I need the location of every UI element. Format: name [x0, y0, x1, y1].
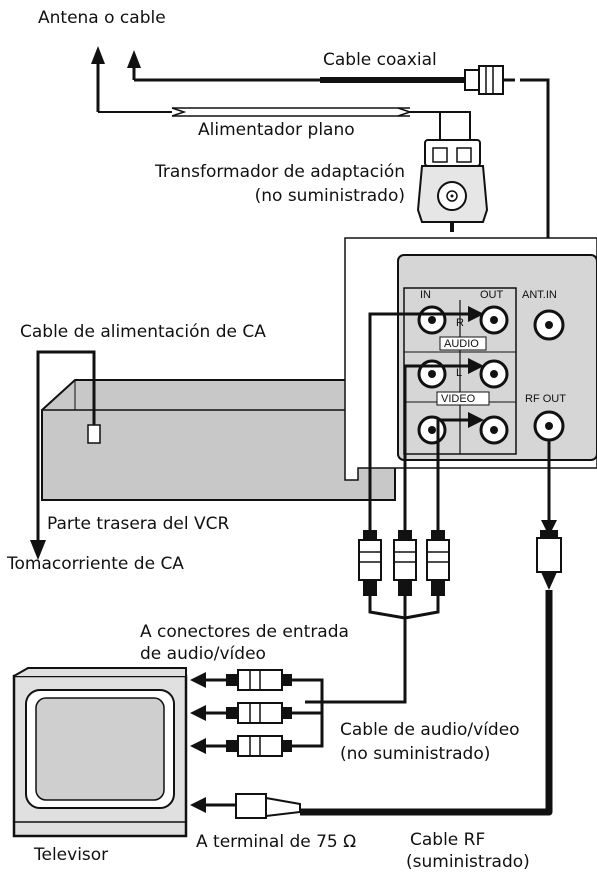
- tv-label: Televisor: [34, 845, 109, 865]
- transformer-label-2: (no suministrado): [254, 186, 405, 206]
- ac-power-cord: [30, 350, 96, 560]
- jack-video-out: [479, 415, 509, 445]
- ac-cable-label: Cable de alimentación de CA: [20, 322, 266, 342]
- av-cable-label-1: Cable de audio/vídeo: [340, 720, 520, 740]
- antenna-arrows: [91, 46, 141, 112]
- vcr-body: [41, 379, 396, 501]
- panel-antin-label: ANT.IN: [522, 289, 557, 301]
- rf-cable: [235, 440, 562, 819]
- rear-panel: IN OUT R L AUDIO VIDEO ANT.IN RF OUT: [344, 237, 597, 481]
- rf-cable-label-1: Cable RF: [410, 830, 486, 850]
- coax-cable-label: Cable coaxial: [323, 50, 437, 70]
- rca-plug: [226, 702, 292, 724]
- panel-audio-label: AUDIO: [444, 338, 479, 350]
- panel-l-label: L: [456, 367, 462, 379]
- rca-plugs-horizontal: [226, 669, 292, 757]
- ac-outlet-label: Tomacorriente de CA: [7, 554, 184, 574]
- flat-feeder: [98, 107, 471, 140]
- vcr-rear-label: Parte trasera del VCR: [47, 514, 230, 534]
- av-cable-bundle: [290, 596, 440, 748]
- jack-audio-r-in: [417, 305, 447, 335]
- panel-rfout-label: RF OUT: [525, 393, 566, 405]
- terminal-75-label: A terminal de 75 Ω: [196, 832, 357, 852]
- panel-in-label: IN: [420, 289, 431, 301]
- panel-jacks: [417, 305, 565, 445]
- tv-input-arrows: [190, 672, 236, 813]
- av-input-label-2: de audio/vídeo: [140, 644, 266, 664]
- jack-audio-l-out: [479, 359, 509, 389]
- jack-audio-r-out: [479, 305, 509, 335]
- rca-plug: [226, 735, 292, 757]
- matching-transformer: [416, 139, 489, 223]
- av-cables-panel: [368, 306, 484, 530]
- rca-plug: [426, 530, 450, 596]
- panel-video-label: VIDEO: [441, 393, 476, 405]
- transformer-label-1: Transformador de adaptación: [155, 162, 405, 182]
- flat-feeder-label: Alimentador plano: [198, 120, 355, 140]
- av-cable-label-2: (no suministrado): [340, 744, 491, 764]
- jack-ant-in: [533, 309, 565, 341]
- rca-plug: [358, 530, 382, 596]
- jack-rf-out: [533, 410, 565, 442]
- rca-plugs-vertical: [358, 530, 450, 596]
- av-input-label-1: A conectores de entrada: [140, 622, 349, 642]
- rf-cable-label-2: (suministrado): [406, 852, 530, 872]
- rca-plug: [393, 530, 417, 596]
- television: [12, 667, 188, 838]
- rca-plug: [226, 669, 292, 691]
- panel-r-label: R: [456, 317, 464, 329]
- panel-out-label: OUT: [480, 289, 504, 301]
- antenna-label: Antena o cable: [38, 8, 166, 28]
